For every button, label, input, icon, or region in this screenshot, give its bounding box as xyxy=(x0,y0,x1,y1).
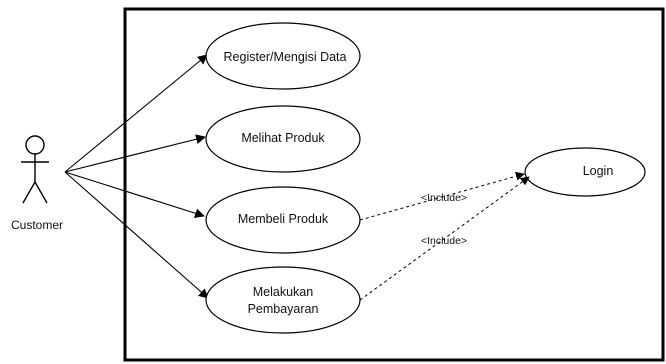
use-case-login-ellipse xyxy=(524,147,646,197)
associations xyxy=(64,54,209,299)
use-case-pembayaran-ellipse xyxy=(205,266,361,334)
include-line-pembayaran-login xyxy=(359,176,530,301)
use-case-register: Register/Mengisi Data xyxy=(205,22,361,90)
use-case-membeli-produk: Membeli Produk xyxy=(205,186,361,254)
use-case-melihat-ellipse xyxy=(205,105,361,173)
use-case-register-ellipse xyxy=(205,22,361,90)
use-case-register-label: Register/Mengisi Data xyxy=(224,50,347,64)
association-melihat xyxy=(64,134,206,173)
include-label-membeli: <Include> xyxy=(421,192,467,204)
association-register xyxy=(64,54,208,173)
use-case-melihat-label: Melihat Produk xyxy=(241,131,325,145)
use-case-melihat-produk: Melihat Produk xyxy=(205,105,361,173)
include-relationships: <Include> <Include> xyxy=(359,171,530,301)
actor-head xyxy=(25,135,45,155)
use-case-pembayaran-label-line1: Melakukan xyxy=(253,285,313,299)
actor-right-leg xyxy=(34,181,48,204)
use-case-membeli-label: Membeli Produk xyxy=(238,212,329,226)
association-pembayaran xyxy=(64,171,209,299)
actor-label: Customer xyxy=(11,218,63,232)
use-case-pembayaran-label-line2: Pembayaran xyxy=(248,302,319,316)
use-case-pembayaran: Melakukan Pembayaran xyxy=(205,266,361,334)
customer-actor: Customer xyxy=(11,135,63,232)
use-case-login: Login xyxy=(524,147,646,197)
use-case-login-label: Login xyxy=(583,164,614,178)
association-membeli xyxy=(64,171,205,219)
include-label-pembayaran: <Include> xyxy=(421,235,467,247)
include-line-membeli-login xyxy=(359,171,525,221)
actor-left-leg xyxy=(22,181,36,204)
system-boundary xyxy=(123,7,665,362)
